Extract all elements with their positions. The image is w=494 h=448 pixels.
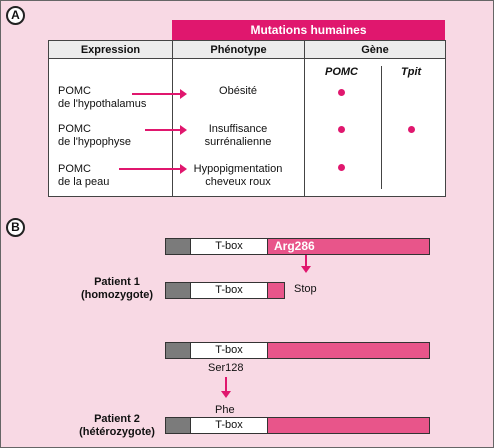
row-2-expr-line2: de l'hypophyse: [58, 136, 132, 148]
col-divider-2: [304, 59, 305, 197]
gene-wildtype-1: T-box Arg286: [165, 238, 430, 255]
row-3-expression: POMC de la peau: [58, 163, 109, 189]
patient-2-label: Patient 2 (hétérozygote): [62, 413, 172, 439]
panel-a-badge: A: [6, 6, 25, 25]
patient-1-line2: (homozygote): [80, 289, 154, 301]
row-2-pheno-line1: Insuffisance: [208, 123, 268, 135]
tbox-domain: T-box: [191, 239, 268, 254]
row-2-tpit-dot: [408, 126, 415, 133]
ser128-label: Ser128: [208, 362, 244, 374]
row-1-phenotype: Obésité: [173, 85, 303, 98]
tbox-domain: T-box: [191, 418, 268, 433]
row-2-pomc-dot: [338, 126, 345, 133]
c-terminal-domain: [268, 418, 429, 433]
arg286-domain: Arg286: [268, 239, 429, 254]
row-2-phenotype: Insuffisance surrénalienne: [173, 123, 303, 149]
gene-patient-2: T-box: [165, 417, 430, 434]
grey-domain: [166, 343, 191, 358]
patient-2-line2: (hétérozygote): [79, 426, 155, 438]
row-3-expr-line1: POMC: [58, 163, 91, 175]
phe-arrow-head: [221, 391, 231, 398]
row-3-arrow: [119, 164, 187, 174]
patient-2-line1: Patient 2: [94, 413, 140, 425]
col-phenotype-header: Phénotype: [173, 41, 305, 59]
tbox-domain: T-box: [191, 343, 268, 358]
row-2-arrow: [145, 125, 187, 135]
phe-label: Phe: [215, 404, 235, 416]
truncated-domain: [268, 283, 284, 298]
row-1-pheno-line1: Obésité: [219, 85, 257, 97]
row-1-expression: POMC de l'hypothalamus: [58, 85, 146, 111]
gene-pomc-label: POMC: [325, 66, 358, 78]
patient-1-label: Patient 1 (homozygote): [62, 276, 172, 302]
row-1-expr-line1: POMC: [58, 85, 91, 97]
phenotype-table: Expression Phénotype Gène POMC Tpit POMC…: [48, 40, 446, 197]
row-2-expr-line1: POMC: [58, 123, 91, 135]
c-terminal-domain: [268, 343, 429, 358]
row-1-expr-line2: de l'hypothalamus: [58, 98, 147, 110]
stop-arrow-shaft: [305, 255, 307, 267]
grey-domain: [166, 283, 191, 298]
row-1-arrow: [132, 89, 187, 99]
stop-label: Stop: [294, 283, 317, 295]
row-3-expr-line2: de la peau: [58, 176, 110, 188]
patient-1-line1: Patient 1: [94, 276, 140, 288]
col-gene-header: Gène: [305, 41, 445, 59]
grey-domain: [166, 418, 191, 433]
col-expression-header: Expression: [49, 41, 173, 59]
row-1-pomc-dot: [338, 89, 345, 96]
grey-domain: [166, 239, 191, 254]
panel-b-badge: B: [6, 218, 25, 237]
mutations-header: Mutations humaines: [172, 20, 445, 40]
row-3-pomc-dot: [338, 164, 345, 171]
row-2-expression: POMC de l'hypophyse: [58, 123, 131, 149]
col-divider-1: [172, 59, 173, 197]
stop-arrow-head: [301, 266, 311, 273]
row-3-pheno-line2: cheveux roux: [205, 176, 271, 188]
phe-arrow-shaft: [225, 377, 227, 392]
tbox-domain: T-box: [191, 283, 268, 298]
row-2-pheno-line2: surrénalienne: [204, 136, 272, 148]
gene-divider: [381, 66, 382, 189]
gene-tpit-label: Tpit: [401, 66, 422, 78]
row-3-pheno-line1: Hypopigmentation: [193, 163, 283, 175]
gene-patient-1: T-box: [165, 282, 285, 299]
gene-wildtype-2: T-box: [165, 342, 430, 359]
row-3-phenotype: Hypopigmentation cheveux roux: [173, 163, 303, 189]
